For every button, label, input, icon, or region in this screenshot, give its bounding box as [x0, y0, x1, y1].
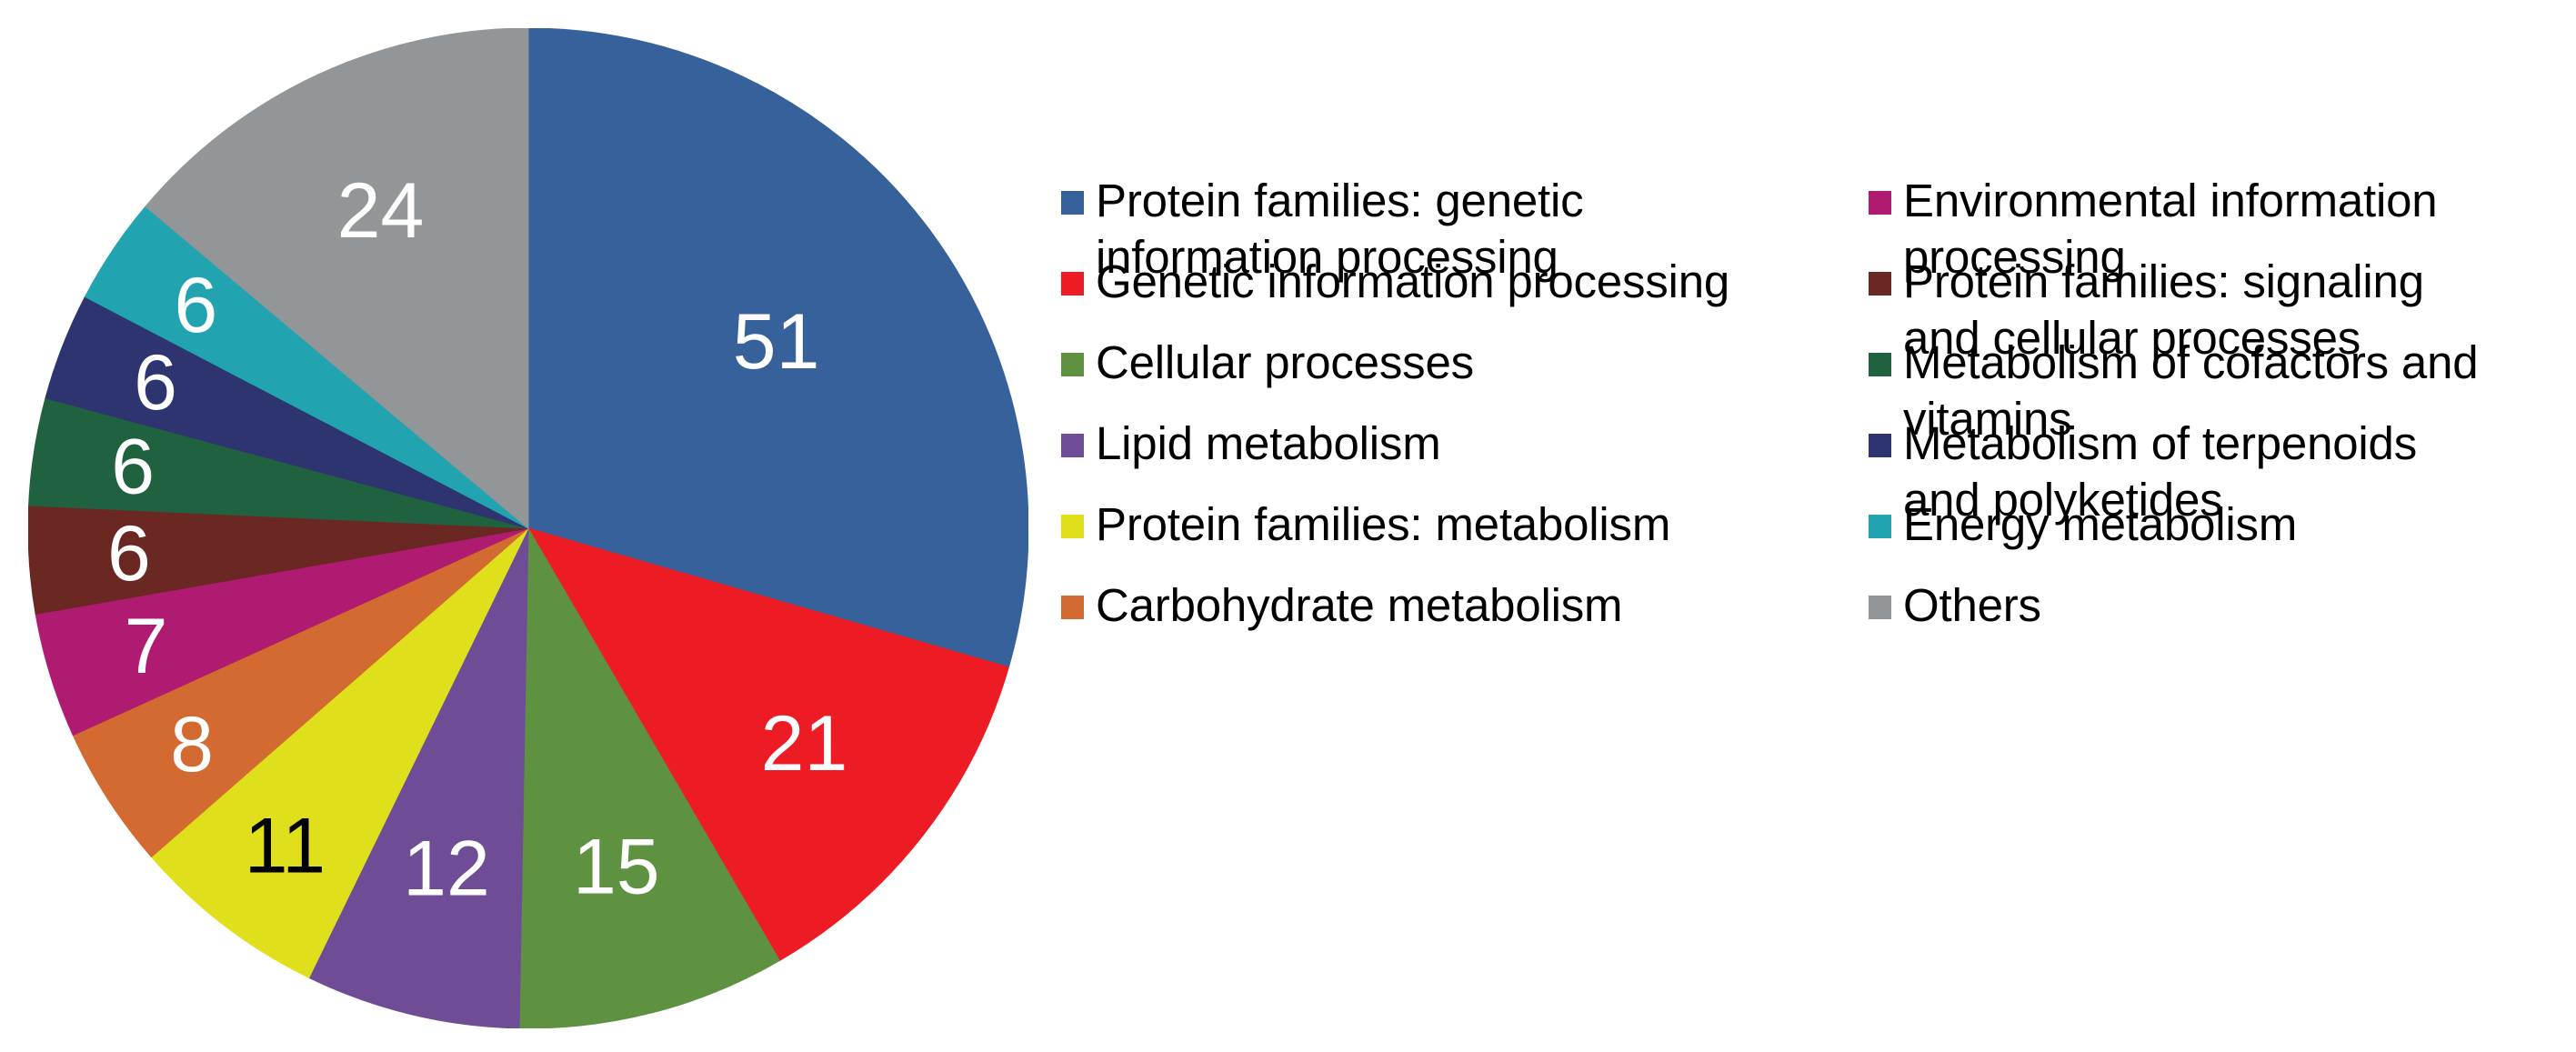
- legend-swatch-icon: [1869, 515, 1891, 538]
- legend-item[interactable]: Environmental information processing: [1869, 173, 2552, 286]
- legend-item[interactable]: Protein families: genetic information pr…: [1061, 173, 1825, 286]
- legend-swatch-icon: [1869, 434, 1891, 457]
- pie-slice-label: 7: [125, 603, 168, 690]
- legend-item-label: Carbohydrate metabolism: [1096, 579, 1623, 631]
- pie-slice[interactable]: [150, 527, 529, 978]
- legend-swatch-icon: [1061, 515, 1084, 538]
- legend-item-label: Cellular processes: [1096, 336, 1474, 388]
- legend-item[interactable]: Protein families: signaling and cellular…: [1869, 254, 2552, 366]
- legend-item-label: Metabolism of terpenoids and polyketides: [1903, 417, 2417, 526]
- legend-item-label: Energy metabolism: [1903, 498, 2298, 550]
- legend-item[interactable]: Carbohydrate metabolism: [1061, 577, 1825, 634]
- legend-swatch-icon: [1869, 596, 1891, 619]
- pie-slice[interactable]: [526, 527, 1009, 962]
- legend-item[interactable]: Others: [1869, 577, 2552, 634]
- legend-item-label: Lipid metabolism: [1096, 417, 1441, 469]
- pie-slice-label: 6: [111, 423, 155, 510]
- pie-slice-label: 6: [174, 262, 217, 349]
- legend-swatch-icon: [1869, 191, 1891, 215]
- pie-slice[interactable]: [527, 28, 1028, 668]
- pie-slice-label: 6: [134, 339, 177, 426]
- pie-slice-label: 6: [107, 510, 151, 597]
- legend-item-label: Others: [1903, 579, 2041, 631]
- legend-item[interactable]: Cellular processes: [1061, 335, 1825, 391]
- legend-item-label: Protein families: genetic information pr…: [1096, 175, 1584, 284]
- legend-swatch-icon: [1061, 272, 1084, 296]
- pie-slice-label: 51: [733, 298, 820, 386]
- pie-slice-label: 15: [573, 824, 660, 911]
- legend-item-label: Protein families: metabolism: [1096, 498, 1671, 550]
- legend-item[interactable]: Lipid metabolism: [1061, 416, 1825, 472]
- legend: Protein families: genetic information pr…: [1061, 173, 2552, 927]
- pie-slice-label: 8: [170, 701, 214, 788]
- legend-item[interactable]: Protein families: metabolism: [1061, 496, 1825, 553]
- pie-slice-label: 11: [245, 802, 326, 889]
- pie-slice-label: 24: [337, 167, 425, 255]
- legend-item-label: Environmental information processing: [1903, 175, 2438, 284]
- legend-item[interactable]: Energy metabolism: [1869, 496, 2552, 553]
- legend-swatch-icon: [1061, 353, 1084, 376]
- legend-swatch-icon: [1061, 596, 1084, 619]
- pie-slice-label: 12: [403, 825, 490, 912]
- pie-slice[interactable]: [145, 28, 529, 530]
- pie-slice[interactable]: [72, 527, 529, 858]
- legend-swatch-icon: [1061, 191, 1084, 215]
- pie-slice[interactable]: [518, 526, 781, 1028]
- legend-swatch-icon: [1869, 272, 1891, 296]
- pie-slice-group: [28, 28, 1028, 1028]
- legend-swatch-icon: [1061, 434, 1084, 457]
- legend-item-label: Protein families: signaling and cellular…: [1903, 255, 2424, 365]
- legend-swatch-icon: [1869, 353, 1891, 376]
- legend-item-label: Genetic information processing: [1096, 255, 1730, 307]
- pie-slice-label: 21: [761, 700, 848, 787]
- pie-slice[interactable]: [308, 527, 529, 1028]
- legend-item-label: Metabolism of cofactors and vitamins: [1903, 336, 2479, 446]
- legend-item[interactable]: Metabolism of cofactors and vitamins: [1869, 335, 2552, 447]
- legend-item[interactable]: Genetic information processing: [1061, 254, 1825, 310]
- legend-item[interactable]: Metabolism of terpenoids and polyketides: [1869, 416, 2552, 528]
